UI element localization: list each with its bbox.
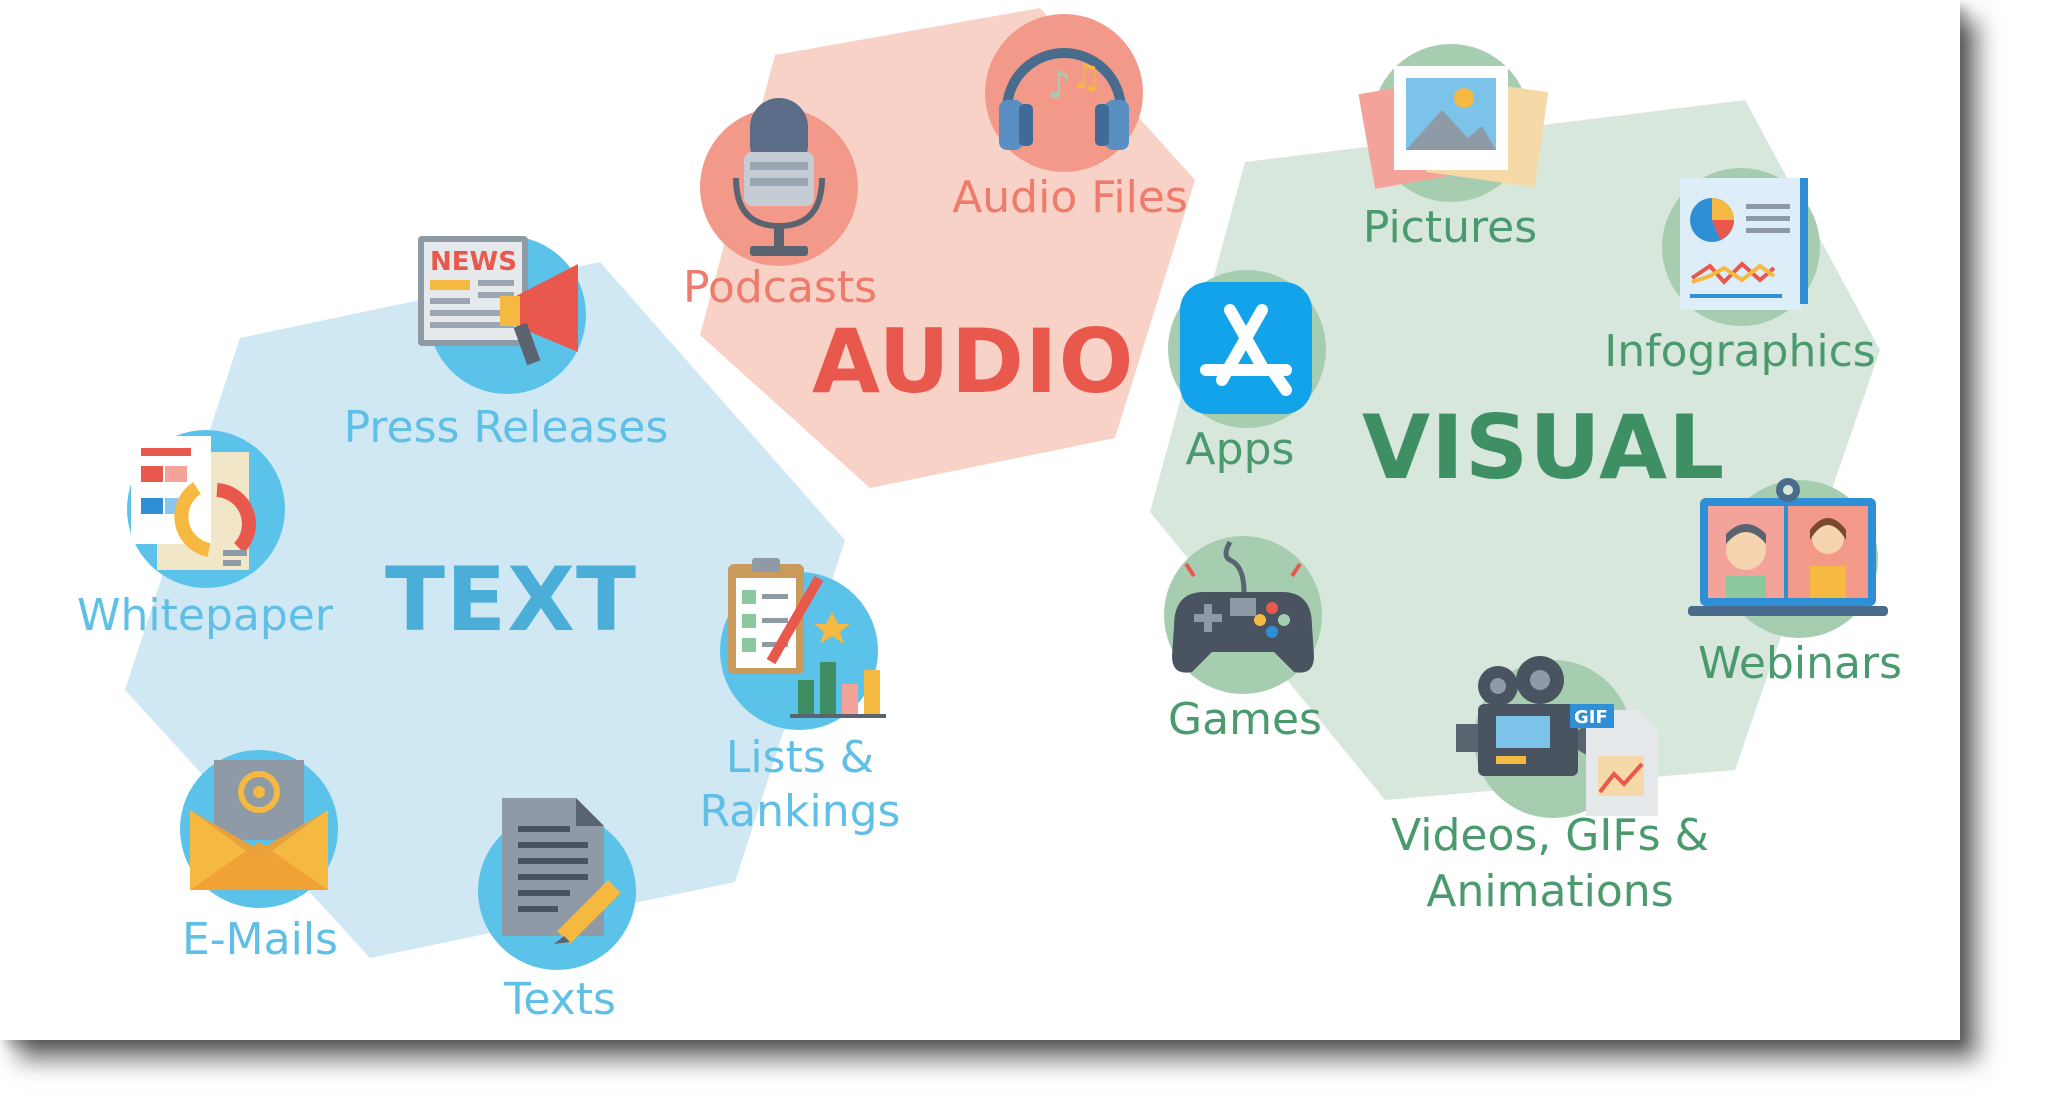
- headphones-icon: ♪ ♫: [999, 48, 1129, 150]
- svg-text:♫: ♫: [1071, 57, 1101, 97]
- audio-files-icon-circle: ♪ ♫: [985, 14, 1143, 172]
- microphone-icon: [733, 98, 825, 256]
- emails-icon-circle: [180, 750, 338, 908]
- texts-label: Texts: [504, 974, 616, 1025]
- document-pencil-icon: [502, 798, 621, 944]
- apps-icon-circle: [1168, 270, 1326, 428]
- texts-icon-circle: [478, 798, 636, 970]
- audio-files-label: Audio Files: [952, 172, 1188, 223]
- video-call-laptop-icon: [1688, 478, 1888, 616]
- press-releases-icon-circle: NEWS: [418, 236, 586, 394]
- gamepad-icon: [1172, 540, 1314, 673]
- games-label: Games: [1168, 694, 1322, 745]
- checklist-chart-icon: [728, 558, 886, 718]
- svg-text:♪: ♪: [1047, 63, 1071, 107]
- pictures-icon-circle: [1358, 44, 1549, 202]
- photo-stack-icon: [1358, 66, 1549, 189]
- press-releases-label: Press Releases: [343, 402, 669, 453]
- pictures-label: Pictures: [1362, 202, 1538, 253]
- text-group-title: TEXT: [385, 548, 638, 651]
- report-document-icon: [131, 436, 256, 570]
- videos-label-line1: Videos, GIFs &: [1391, 810, 1709, 861]
- emails-label: E-Mails: [182, 914, 338, 965]
- videos-label-line2: Animations: [1426, 866, 1674, 917]
- whitepaper-label: Whitepaper: [77, 590, 333, 641]
- webinars-label: Webinars: [1697, 638, 1902, 689]
- app-store-icon: [1180, 282, 1312, 414]
- audio-group-title: AUDIO: [812, 310, 1135, 413]
- videos-icon-circle: GIF: [1456, 656, 1658, 818]
- newspaper-megaphone-icon: NEWS: [418, 236, 578, 366]
- whitepaper-icon-circle: [127, 430, 285, 588]
- apps-label: Apps: [1185, 424, 1295, 475]
- lists-rankings-label-line1: Lists &: [725, 732, 875, 783]
- webinars-icon-circle: [1688, 478, 1888, 638]
- movie-camera-gif-icon: GIF: [1456, 656, 1658, 816]
- svg-text:NEWS: NEWS: [430, 247, 517, 277]
- lists-rankings-label-line2: Rankings: [699, 786, 901, 837]
- podcasts-label: Podcasts: [682, 262, 878, 313]
- games-icon-circle: [1164, 536, 1322, 694]
- visual-group-title: VISUAL: [1362, 396, 1726, 499]
- infographics-label: Infographics: [1604, 326, 1876, 377]
- lists-rankings-icon-circle: [720, 558, 886, 730]
- podcasts-icon-circle: [700, 98, 858, 266]
- infographics-icon-circle: [1662, 168, 1820, 326]
- infographic-chart-icon: [1680, 178, 1808, 310]
- email-envelope-icon: [190, 760, 328, 890]
- svg-text:GIF: GIF: [1574, 707, 1608, 728]
